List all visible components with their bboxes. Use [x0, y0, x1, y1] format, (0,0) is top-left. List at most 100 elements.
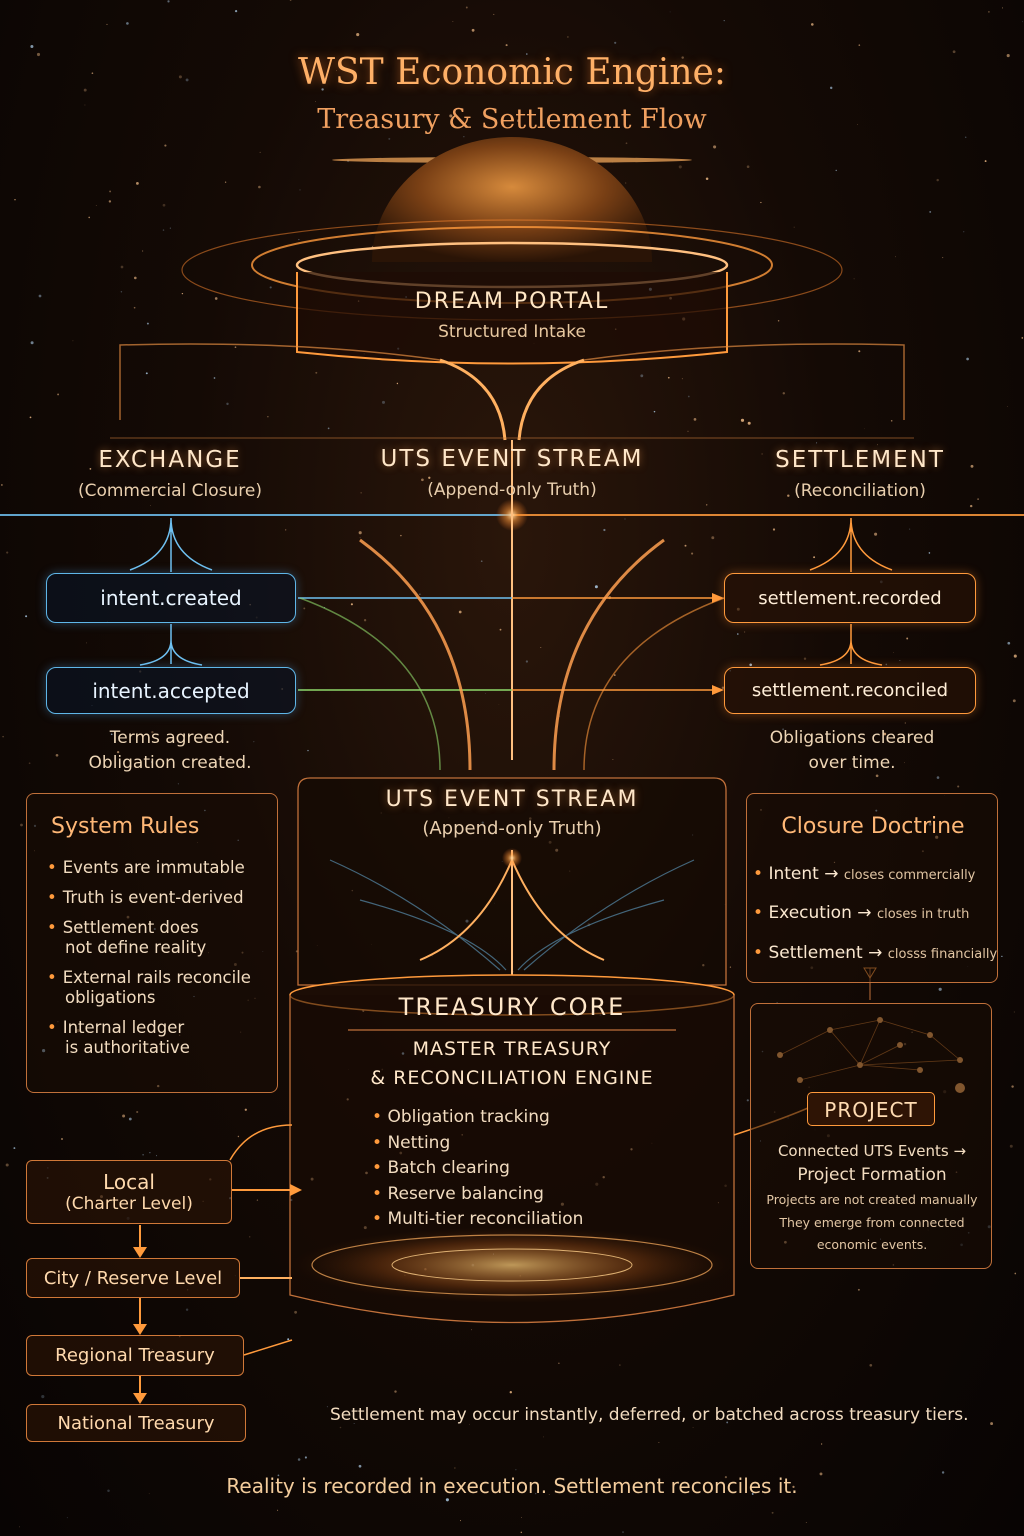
star: [169, 227, 171, 229]
star: [761, 453, 763, 455]
star: [877, 444, 879, 446]
doctrine-term: Settlement: [768, 943, 863, 963]
star: [181, 292, 184, 295]
star: [760, 201, 762, 204]
settlement-subtitle: (Reconciliation): [794, 481, 926, 501]
star: [156, 1155, 158, 1157]
rule-text: Truth is event-derived: [62, 888, 244, 907]
star: [107, 1489, 110, 1493]
star: [460, 1520, 461, 1522]
star: [333, 1409, 335, 1411]
star: [89, 468, 92, 470]
star: [214, 297, 218, 300]
star: [772, 528, 776, 531]
project-desc-3: economic events.: [816, 1237, 928, 1252]
tier-national: National Treasury: [26, 1404, 246, 1442]
star: [1, 484, 3, 486]
star: [122, 1114, 126, 1118]
star: [164, 144, 167, 147]
doctrine-desc: closss financially: [887, 947, 998, 962]
star: [454, 1467, 456, 1469]
star: [287, 1338, 290, 1341]
star: [126, 22, 129, 25]
star: [679, 1411, 681, 1413]
star: [908, 528, 911, 530]
star: [388, 137, 391, 140]
star: [895, 256, 896, 258]
star: [548, 1494, 550, 1495]
star: [849, 768, 851, 770]
star: [864, 428, 865, 430]
feature-item: • Obligation tracking: [372, 1107, 550, 1127]
star: [142, 1153, 144, 1156]
star: [711, 536, 715, 540]
star: [821, 765, 825, 769]
bullet-icon: •: [753, 943, 764, 963]
star: [469, 1423, 470, 1425]
star: [6, 551, 9, 554]
star: [723, 19, 725, 22]
settlement-footnote: Settlement may occur instantly, deferred…: [330, 1405, 969, 1425]
bullet-icon: •: [753, 864, 764, 884]
intent-created-event: intent.created: [46, 573, 296, 623]
star: [744, 631, 746, 633]
doctrine-desc: closes in truth: [876, 907, 970, 922]
star: [244, 1108, 247, 1111]
star: [515, 1469, 517, 1471]
star: [30, 341, 34, 345]
star: [552, 79, 555, 82]
star: [543, 1436, 544, 1438]
arrow-icon: →: [868, 943, 883, 963]
star: [619, 1364, 621, 1366]
star: [146, 322, 149, 325]
star: [259, 151, 261, 153]
star: [614, 674, 616, 676]
star: [811, 23, 814, 26]
star: [253, 741, 255, 743]
note-line: Obligations cleared: [769, 728, 935, 748]
star: [327, 427, 330, 430]
stream-center-title: UTS EVENT STREAM: [385, 787, 639, 812]
star: [55, 753, 59, 757]
star: [14, 198, 16, 201]
star: [684, 544, 687, 547]
stream-title: UTS EVENT STREAM: [380, 446, 644, 472]
rule-text: Internal ledger: [62, 1018, 185, 1037]
star: [1006, 406, 1008, 407]
star: [88, 216, 90, 219]
star: [603, 528, 606, 532]
star: [91, 72, 94, 75]
star: [816, 442, 818, 444]
star: [835, 169, 837, 172]
project-desc-2: They emerge from connected: [779, 1215, 965, 1230]
star: [858, 350, 861, 353]
settlement-reconciled-event: settlement.reconciled: [724, 667, 976, 714]
feature-item: • Reserve balancing: [372, 1183, 544, 1204]
star: [226, 402, 229, 406]
star: [177, 783, 180, 785]
star: [624, 518, 626, 520]
star: [622, 1531, 624, 1534]
treasury-core-subtitle-1: MASTER TREASURY: [412, 1038, 612, 1060]
star: [713, 145, 717, 149]
star: [471, 28, 475, 32]
star: [858, 44, 861, 46]
star: [505, 44, 508, 47]
treasury-features-list: • Obligation tracking • Netting • Batch …: [372, 1107, 583, 1235]
star: [445, 1498, 449, 1502]
star: [396, 382, 399, 385]
project-label: PROJECT: [807, 1092, 935, 1126]
doctrine-row-settlement: • Settlement → closss financially: [753, 943, 997, 963]
star: [95, 205, 97, 206]
system-rules-title: System Rules: [51, 814, 200, 839]
star: [20, 823, 23, 827]
star: [892, 652, 894, 653]
star: [669, 11, 671, 13]
star: [299, 189, 301, 191]
rule-text: obligations: [65, 988, 156, 1007]
star: [363, 619, 367, 622]
star: [66, 1517, 68, 1519]
star: [813, 556, 816, 559]
